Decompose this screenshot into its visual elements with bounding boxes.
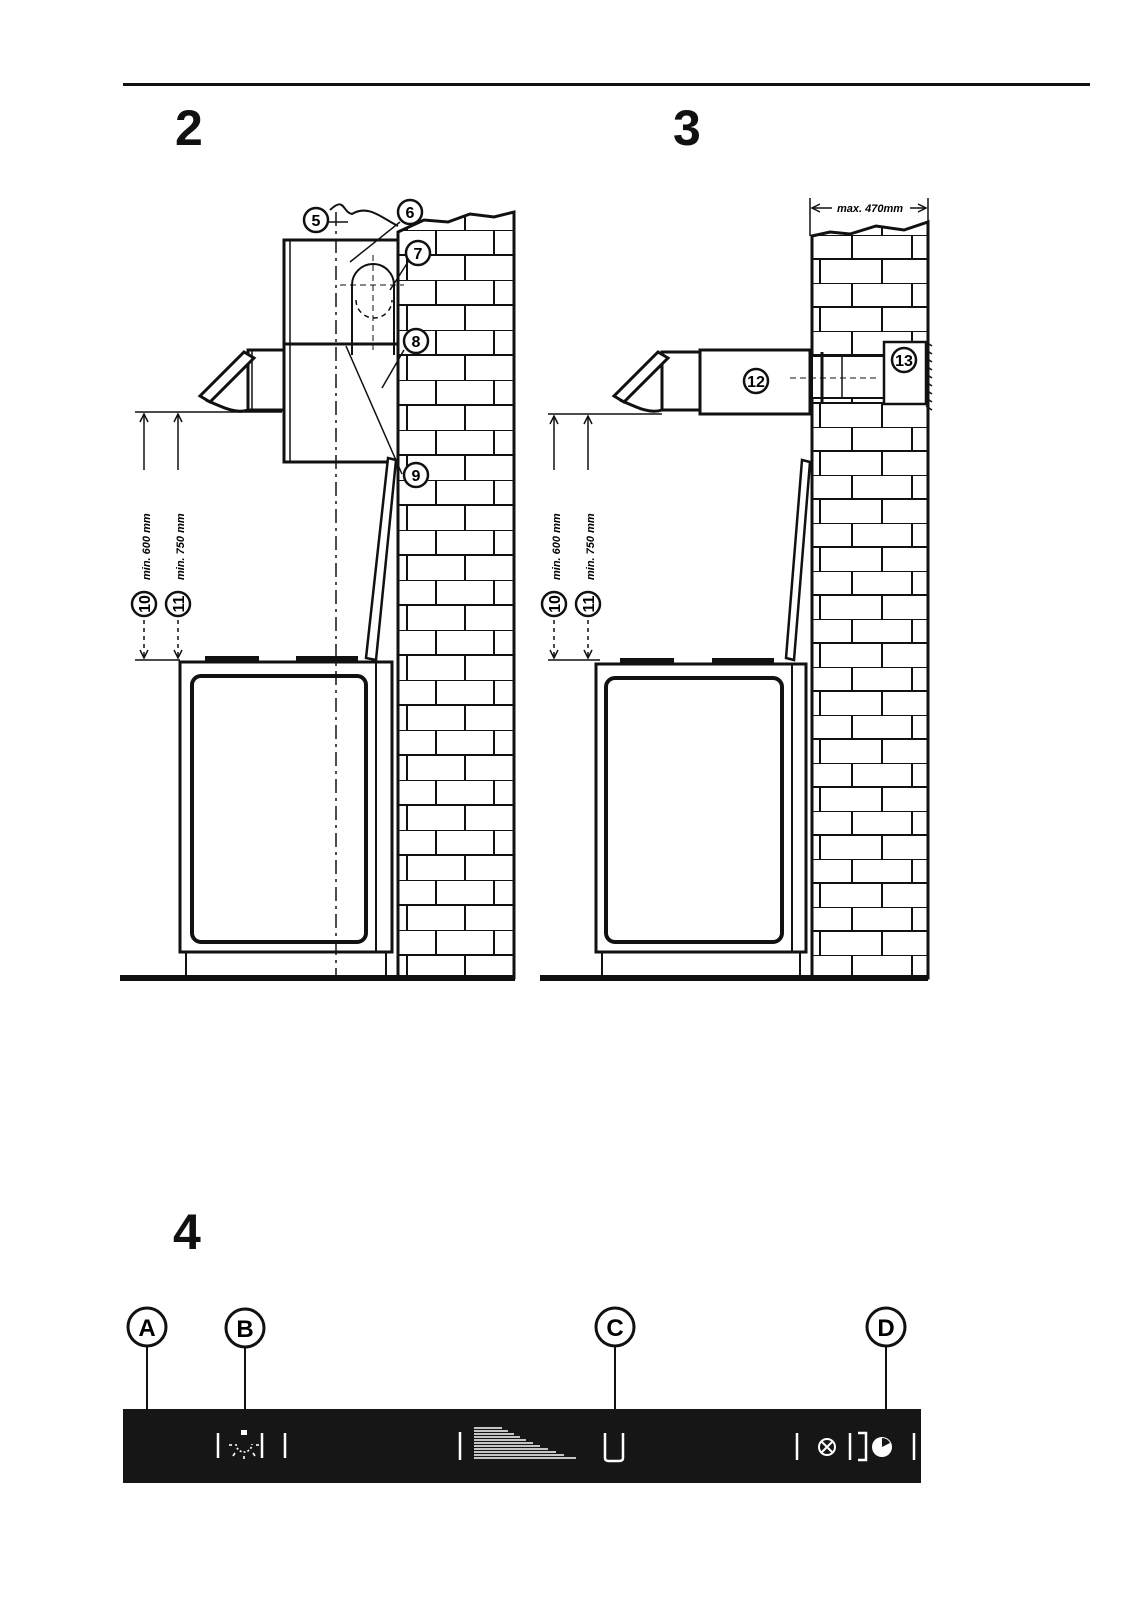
figure-3-drawing: max. 470mm — [540, 198, 933, 981]
svg-text:9: 9 — [412, 468, 421, 485]
svg-text:10: 10 — [547, 595, 564, 613]
ceiling-break — [329, 203, 399, 227]
callout-5: 5 — [302, 206, 330, 234]
callout-13: 13 — [890, 346, 918, 374]
floor — [120, 975, 515, 981]
hood-body — [611, 348, 812, 416]
label-d: D — [865, 1306, 907, 1348]
svg-text:B: B — [236, 1316, 253, 1343]
brick-wall — [810, 219, 930, 980]
dim-min-750: min. 750 mm — [585, 513, 597, 580]
svg-text:7: 7 — [414, 246, 423, 263]
dim-min-600: min. 600 mm — [551, 513, 563, 580]
top-rule — [123, 83, 1090, 86]
hood-body — [197, 348, 286, 413]
dim-min-750: min. 750 mm — [175, 513, 187, 580]
callout-7: 7 — [404, 239, 432, 267]
wall-duct — [790, 352, 885, 402]
chimney-lower — [282, 342, 400, 464]
callout-9: 9 — [402, 461, 430, 489]
light-bulb-icon — [229, 1430, 259, 1459]
cooker — [594, 658, 808, 975]
brick-wall — [396, 210, 516, 980]
figure-2-drawing: min. 600 mm min. 750 mm 5 6 — [120, 198, 516, 981]
panel-leaders — [146, 1344, 887, 1410]
figure-2-number: 2 — [175, 100, 203, 156]
backsplash — [364, 456, 398, 662]
light-switch[interactable] — [216, 1430, 287, 1459]
figure-4-control-panel: A B C D — [123, 1306, 921, 1483]
svg-text:11: 11 — [581, 595, 598, 612]
svg-text:6: 6 — [406, 205, 415, 222]
callout-11-fig3: 11 — [574, 590, 602, 618]
backsplash — [784, 458, 812, 662]
callout-12: 12 — [742, 367, 770, 395]
fan-speed-wedge-icon — [474, 1427, 576, 1459]
label-a: A — [126, 1306, 168, 1348]
figure-3-number: 3 — [673, 100, 701, 156]
svg-text:8: 8 — [412, 334, 421, 351]
floor — [540, 975, 928, 981]
timer-switch[interactable] — [795, 1431, 916, 1462]
max-470-dimension — [809, 198, 929, 236]
timer-icon — [872, 1437, 892, 1457]
svg-text:5: 5 — [312, 213, 321, 230]
cooker — [178, 656, 394, 975]
svg-text:D: D — [877, 1315, 894, 1342]
svg-text:12: 12 — [747, 374, 765, 391]
clock-icon — [818, 1438, 836, 1456]
svg-text:11: 11 — [171, 595, 188, 612]
fan-speed-slider[interactable] — [458, 1427, 625, 1463]
callout-8: 8 — [402, 327, 430, 355]
callout-10-fig2: 10 — [130, 590, 158, 618]
svg-text:10: 10 — [137, 595, 154, 613]
svg-text:A: A — [138, 1315, 155, 1342]
callout-10-fig3: 10 — [540, 590, 568, 618]
figure-4-number: 4 — [173, 1204, 201, 1260]
callout-6: 6 — [396, 198, 424, 226]
label-c: C — [594, 1306, 636, 1348]
dimension-lines — [548, 413, 662, 661]
leader-lines — [328, 221, 409, 475]
callout-11-fig2: 11 — [164, 590, 192, 618]
svg-text:13: 13 — [895, 353, 913, 370]
label-b: B — [224, 1307, 266, 1349]
dim-max-470: max. 470mm — [837, 203, 903, 215]
dim-min-600: min. 600 mm — [141, 513, 153, 580]
svg-text:C: C — [606, 1315, 623, 1342]
dimension-lines — [135, 411, 282, 661]
chimney-upper — [282, 238, 400, 346]
